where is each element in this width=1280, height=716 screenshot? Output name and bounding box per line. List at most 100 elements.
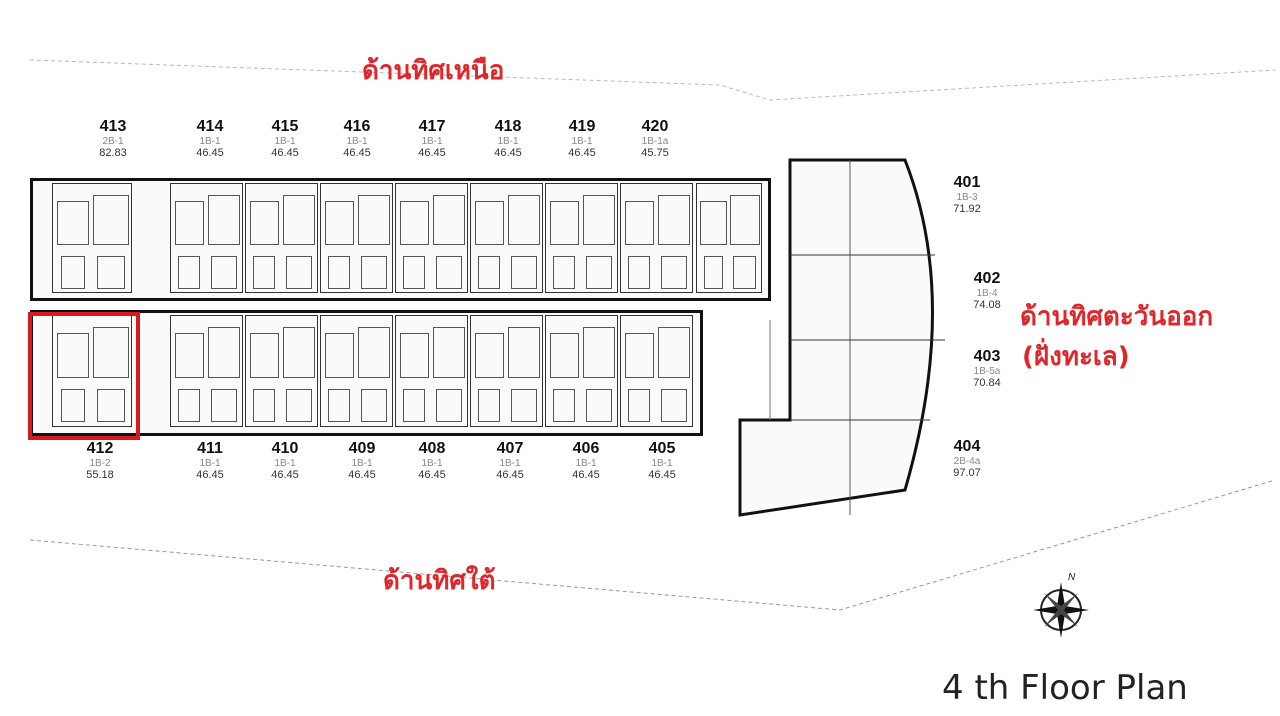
unit-area: 46.45 <box>572 468 600 481</box>
floor-plan-title: 4 th Floor Plan <box>942 668 1188 708</box>
room-outline <box>357 327 391 378</box>
unit-type: 1B-1 <box>651 457 673 469</box>
unit-area: 46.45 <box>271 468 299 481</box>
north-direction-label: ด้านทิศเหนือ <box>362 56 505 86</box>
sea-side-label: (ฝั่งทะเล) <box>1022 342 1130 372</box>
room-outline <box>511 255 537 289</box>
unit-number: 416 <box>343 118 371 135</box>
room-outline <box>511 388 537 423</box>
unit-area: 46.45 <box>196 468 224 481</box>
room-outline <box>211 388 237 423</box>
unit-area: 46.45 <box>496 468 524 481</box>
unit-type: 1B-3 <box>956 191 978 203</box>
room-outline <box>478 388 501 423</box>
unit-number: 413 <box>99 118 127 135</box>
unit-number: 402 <box>973 270 1001 287</box>
unit-cell[interactable] <box>545 183 618 293</box>
room-outline <box>324 200 354 245</box>
unit-area: 46.45 <box>418 146 446 159</box>
room-outline <box>361 255 387 289</box>
room-outline <box>730 195 760 245</box>
room-outline <box>57 200 89 245</box>
unit-number: 415 <box>271 118 299 135</box>
unit-area: 45.75 <box>641 146 669 159</box>
room-outline <box>661 255 687 289</box>
unit-number: 420 <box>641 118 669 135</box>
room-outline <box>328 255 351 289</box>
unit-type: 1B-1 <box>274 135 296 147</box>
unit-type: 1B-1 <box>571 135 593 147</box>
unit-cell[interactable] <box>696 183 762 293</box>
room-outline <box>207 195 241 245</box>
east-direction-label: ด้านทิศตะวันออก <box>1020 302 1214 332</box>
room-outline <box>57 332 89 378</box>
unit-cell[interactable] <box>620 183 693 293</box>
room-outline <box>507 327 541 378</box>
unit-area: 74.08 <box>973 298 1001 311</box>
room-outline <box>403 388 426 423</box>
unit-cell[interactable] <box>52 183 132 293</box>
unit-type: 1B-1 <box>274 457 296 469</box>
room-outline <box>549 200 579 245</box>
unit-number: 419 <box>568 118 596 135</box>
unit-cell[interactable] <box>245 315 318 427</box>
unit-type: 1B-1 <box>421 457 443 469</box>
room-outline <box>61 255 85 289</box>
unit-type: 1B-2 <box>89 457 111 469</box>
unit-cell[interactable] <box>545 315 618 427</box>
unit-cell[interactable] <box>470 315 543 427</box>
room-outline <box>286 388 312 423</box>
room-outline <box>657 195 691 245</box>
unit-cell[interactable] <box>470 183 543 293</box>
unit-cell[interactable] <box>170 315 243 427</box>
room-outline <box>553 388 576 423</box>
unit-type: 2B-1 <box>102 135 124 147</box>
room-outline <box>357 195 391 245</box>
unit-cell[interactable] <box>170 183 243 293</box>
room-outline <box>703 255 724 289</box>
unit-cell[interactable] <box>245 183 318 293</box>
unit-cell[interactable] <box>395 315 468 427</box>
unit-area: 97.07 <box>953 466 981 479</box>
north-wing-building <box>30 178 771 301</box>
highlighted-unit-412-box <box>28 312 140 440</box>
room-outline <box>661 388 687 423</box>
unit-area: 82.83 <box>99 146 127 159</box>
unit-area: 71.92 <box>953 202 981 215</box>
unit-cell[interactable] <box>320 183 393 293</box>
unit-area: 70.84 <box>973 376 1001 389</box>
unit-cell[interactable] <box>620 315 693 427</box>
unit-type: 1B-1 <box>199 457 221 469</box>
compass-rose-icon: N <box>1030 570 1092 640</box>
room-outline <box>553 255 576 289</box>
room-outline <box>586 388 612 423</box>
room-outline <box>286 255 312 289</box>
unit-type: 1B-1 <box>351 457 373 469</box>
room-outline <box>253 255 276 289</box>
unit-area: 46.45 <box>348 468 376 481</box>
unit-cell[interactable] <box>395 183 468 293</box>
unit-number: 409 <box>348 440 376 457</box>
unit-cell[interactable] <box>320 315 393 427</box>
unit-number: 418 <box>494 118 522 135</box>
